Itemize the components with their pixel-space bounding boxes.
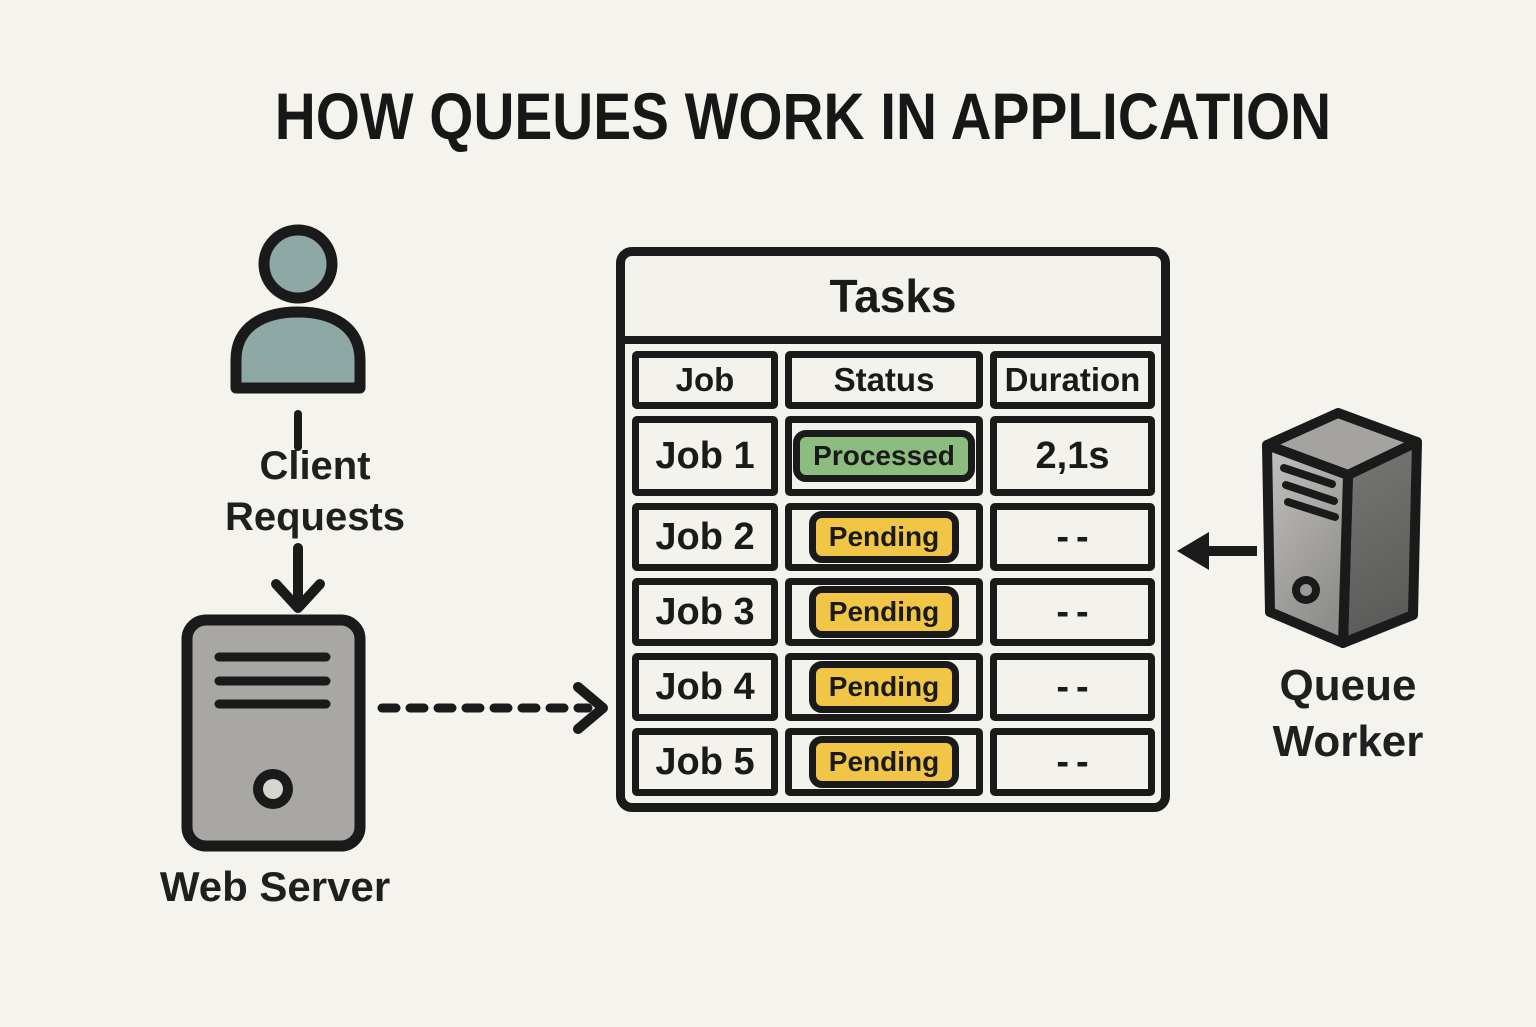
queue-worker-front-face bbox=[1262, 440, 1353, 648]
web-server-vents bbox=[214, 652, 331, 709]
column-header-duration: Duration bbox=[990, 351, 1155, 409]
person-head bbox=[258, 224, 338, 304]
queue-worker-icon bbox=[1262, 408, 1422, 648]
column-header-job: Job bbox=[632, 351, 778, 409]
web-server-icon bbox=[181, 614, 366, 852]
table-row-5-duration: -- bbox=[990, 728, 1155, 796]
table-row-1-status: Processed bbox=[785, 416, 983, 496]
web-server-button bbox=[263, 779, 283, 799]
queue-worker-label-line1: Queue bbox=[1279, 661, 1417, 710]
table-row-4-status: Pending bbox=[785, 653, 983, 721]
dashed-arrow-icon bbox=[377, 682, 608, 734]
worker-arrow-icon bbox=[1177, 532, 1257, 570]
table-row-2-job: Job 2 bbox=[632, 503, 778, 571]
table-row-2-duration: -- bbox=[990, 503, 1155, 571]
tasks-table-grid: Job Status Duration Job 1 Processed 2,1s… bbox=[625, 344, 1161, 803]
diagram-title: HOW QUEUES WORK IN APPLICATION bbox=[274, 79, 1332, 153]
client-requests-label: Client Requests bbox=[165, 441, 465, 543]
client-person-icon bbox=[230, 224, 366, 394]
queue-worker-label-line2: Worker bbox=[1272, 717, 1424, 767]
tasks-table: Tasks Job Status Duration Job 1 Processe… bbox=[616, 247, 1170, 812]
table-row-4-job: Job 4 bbox=[632, 653, 778, 721]
worker-arrow-head bbox=[1177, 532, 1209, 570]
status-badge-pending: Pending bbox=[808, 736, 960, 788]
person-body bbox=[230, 306, 366, 394]
down-arrow-icon bbox=[271, 543, 325, 613]
queue-worker-side-face bbox=[1338, 437, 1422, 648]
status-badge-processed: Processed bbox=[793, 430, 975, 482]
table-row-5-job: Job 5 bbox=[632, 728, 778, 796]
queue-worker-vents bbox=[1280, 464, 1339, 521]
web-server-label: Web Server bbox=[159, 863, 391, 910]
table-row-3-job: Job 3 bbox=[632, 578, 778, 646]
table-row-3-duration: -- bbox=[990, 578, 1155, 646]
tasks-table-title: Tasks bbox=[625, 256, 1161, 344]
table-row-1-duration: 2,1s bbox=[990, 416, 1155, 496]
status-badge-pending: Pending bbox=[808, 661, 960, 713]
table-row-1-job: Job 1 bbox=[632, 416, 778, 496]
queue-worker-label: Queue Worker bbox=[1198, 658, 1498, 771]
table-row-2-status: Pending bbox=[785, 503, 983, 571]
table-row-5-status: Pending bbox=[785, 728, 983, 796]
status-badge-pending: Pending bbox=[808, 586, 960, 638]
table-row-4-duration: -- bbox=[990, 653, 1155, 721]
table-row-3-status: Pending bbox=[785, 578, 983, 646]
client-label-line2: Requests bbox=[224, 495, 406, 540]
status-badge-pending: Pending bbox=[808, 511, 960, 563]
client-label-line1: Client bbox=[259, 444, 371, 488]
queue-worker-button bbox=[1300, 584, 1312, 596]
column-header-status: Status bbox=[785, 351, 983, 409]
